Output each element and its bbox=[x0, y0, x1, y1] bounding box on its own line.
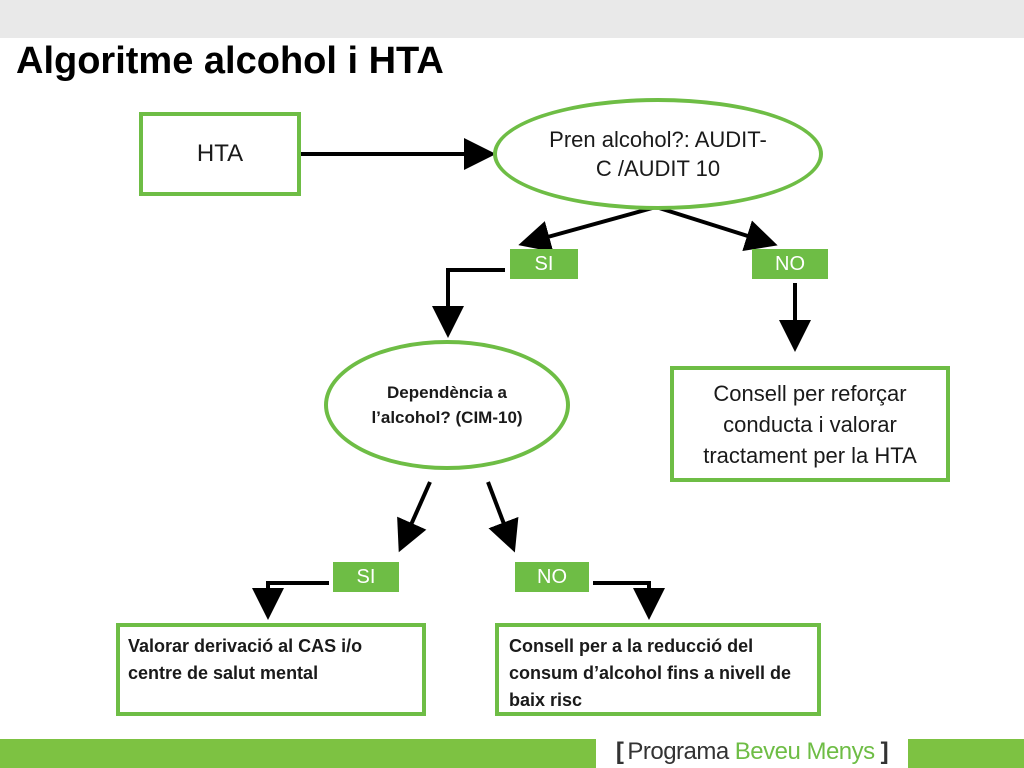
brand-word-programa: Programa bbox=[627, 738, 729, 765]
node-dependencia: Dependència a l’alcohol? (CIM-10) bbox=[324, 340, 570, 470]
arrow-pren-to-si bbox=[518, 205, 657, 253]
footer-brand: [ Programa Beveu Menys ] bbox=[596, 736, 908, 768]
arrow-dependencia-to-no bbox=[486, 481, 519, 553]
branch-si-2: SI bbox=[333, 562, 399, 592]
branch-no-1: NO bbox=[752, 249, 828, 279]
node-pren-alcohol-label: Pren alcohol?: AUDIT-C /AUDIT 10 bbox=[549, 127, 767, 181]
arrow-no-to-consell-reduccio bbox=[593, 581, 665, 620]
brand-word-beveu-menys: Beveu Menys bbox=[734, 738, 875, 765]
brand-bracket-open: [ bbox=[615, 738, 624, 765]
top-band bbox=[0, 0, 1024, 38]
branch-si-1: SI bbox=[510, 249, 578, 279]
arrow-dependencia-to-si bbox=[397, 481, 432, 553]
arrow-si-to-dependencia bbox=[432, 268, 505, 338]
node-valorar-derivacio: Valorar derivació al CAS i/o centre de s… bbox=[116, 623, 426, 716]
node-pren-alcohol: Pren alcohol?: AUDIT-C /AUDIT 10 bbox=[493, 98, 823, 210]
node-hta: HTA bbox=[139, 112, 301, 196]
branch-no-2: NO bbox=[515, 562, 589, 592]
arrow-si-to-valorar-derivacio bbox=[252, 581, 329, 620]
node-consell-reforcar-label: Consell per reforçar conducta i valorar … bbox=[703, 380, 917, 468]
node-valorar-derivacio-label: Valorar derivació al CAS i/o centre de s… bbox=[128, 636, 363, 683]
slide-title: Algoritme alcohol i HTA bbox=[16, 40, 444, 82]
branch-no-1-label: NO bbox=[775, 252, 805, 275]
brand-bracket-close: ] bbox=[880, 738, 889, 765]
node-consell-reforcar: Consell per reforçar conducta i valorar … bbox=[670, 366, 950, 482]
node-hta-label: HTA bbox=[196, 140, 244, 167]
node-consell-reduccio-label: Consell per a la reducció del consum d’a… bbox=[509, 636, 792, 710]
arrow-pren-to-no bbox=[655, 205, 778, 252]
branch-no-2-label: NO bbox=[537, 565, 567, 588]
branch-si-1-label: SI bbox=[534, 252, 554, 275]
node-dependencia-label: Dependència a l’alcohol? (CIM-10) bbox=[371, 383, 523, 427]
node-consell-reduccio: Consell per a la reducció del consum d’a… bbox=[495, 623, 821, 716]
branch-si-2-label: SI bbox=[356, 565, 376, 588]
